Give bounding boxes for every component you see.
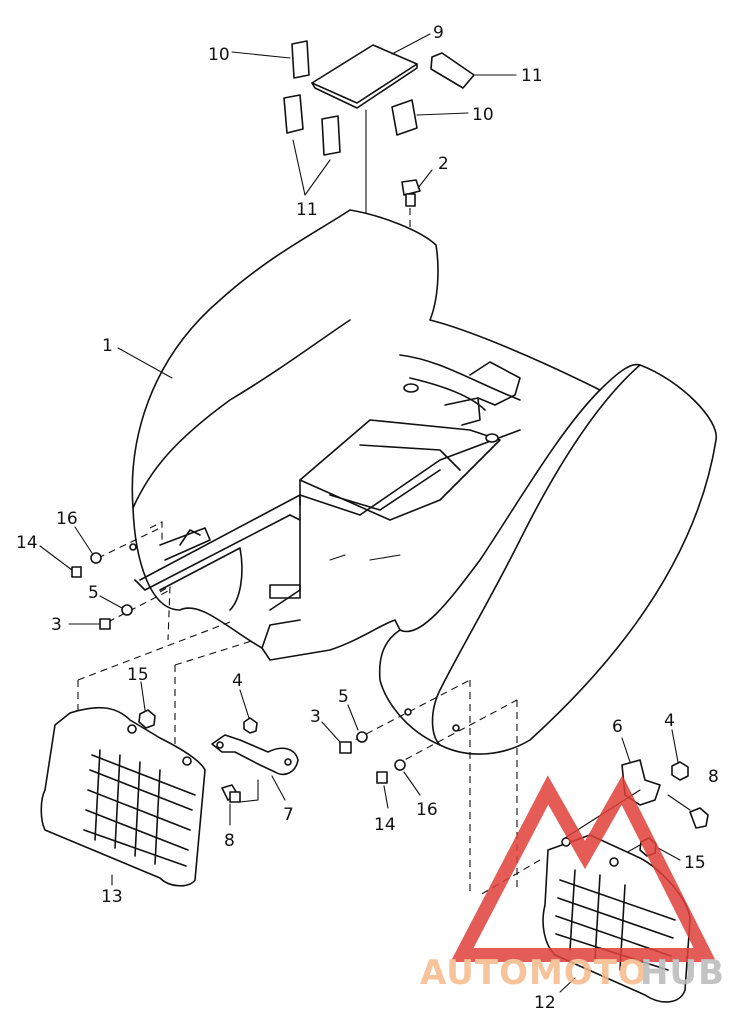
callout-5-left: 5 — [88, 583, 99, 603]
part-13-left-flap — [40, 621, 256, 887]
part-15-nut-left — [138, 709, 156, 729]
callout-10-top: 10 — [208, 45, 230, 65]
part-11-pad-left-a — [283, 94, 304, 134]
callout-8-right: 8 — [708, 767, 719, 787]
callout-4-left: 4 — [232, 671, 243, 691]
leader-lines — [39, 33, 691, 993]
callout-6: 6 — [612, 717, 623, 737]
watermark-text-automoto: AUTOMOTO — [420, 953, 648, 993]
callout-13: 13 — [101, 887, 123, 907]
part-10-pad-top-left — [291, 40, 310, 79]
part-5-washer-left — [121, 604, 133, 616]
watermark-text-hub: HUB — [640, 953, 725, 993]
callout-2: 2 — [438, 154, 449, 174]
part-16-washer-left — [90, 552, 102, 564]
part-8-bolt-right — [689, 807, 709, 829]
callout-11-left: 11 — [296, 200, 318, 220]
part-16-washer-center — [394, 759, 406, 771]
callout-16-center: 16 — [416, 800, 438, 820]
part-5-washer-center — [356, 731, 368, 743]
part-2-bolt — [401, 179, 421, 207]
callouts: 9 10 10 11 11 2 1 16 14 5 3 15 4 13 8 7 … — [16, 23, 719, 1013]
callout-12: 12 — [534, 993, 556, 1013]
part-14-bolt-left — [71, 566, 82, 578]
callout-16-left: 16 — [56, 509, 78, 529]
part-8-bolt-left — [221, 784, 241, 803]
callout-3-center: 3 — [310, 707, 321, 727]
part-4-nut-left — [243, 717, 258, 734]
part-7-bracket — [211, 734, 299, 776]
callout-10-right: 10 — [472, 105, 494, 125]
part-11-pad-top-right — [430, 52, 475, 89]
callout-15-left: 15 — [127, 665, 149, 685]
part-3-bolt-left — [99, 618, 111, 630]
part-9-plate — [311, 44, 418, 109]
callout-1: 1 — [102, 336, 113, 356]
callout-9: 9 — [433, 23, 444, 43]
watermark-logo: AUTOMOTO HUB — [420, 775, 725, 993]
callout-3-left: 3 — [51, 615, 62, 635]
callout-14-center: 14 — [374, 815, 396, 835]
callout-15-right: 15 — [684, 853, 706, 873]
callout-5-center: 5 — [338, 687, 349, 707]
part-4-nut-right — [671, 761, 689, 781]
callout-4-right: 4 — [664, 711, 675, 731]
part-10-pad-right — [391, 99, 418, 136]
part-3-bolt-center — [339, 741, 352, 754]
callout-14-left: 14 — [16, 533, 38, 553]
callout-8-left: 8 — [224, 831, 235, 851]
part-14-bolt-center — [376, 771, 388, 784]
part-11-pad-left-b — [321, 115, 341, 156]
part-1-rear-fender — [131, 209, 717, 755]
callout-11-right: 11 — [521, 66, 543, 86]
callout-7: 7 — [283, 805, 294, 825]
